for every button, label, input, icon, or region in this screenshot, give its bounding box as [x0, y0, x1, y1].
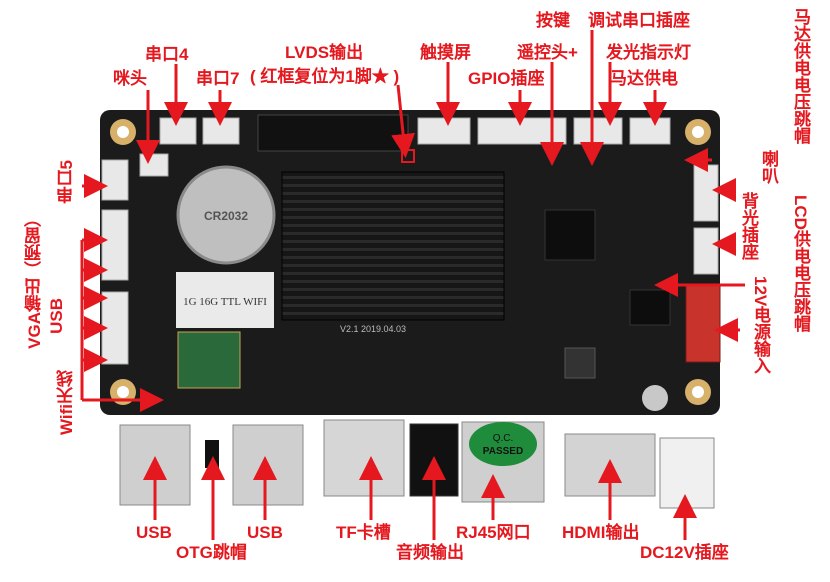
label-ir: 遥控头+: [517, 43, 578, 62]
label-otg: OTG跳帽: [176, 543, 247, 562]
ir-connector: [573, 117, 623, 145]
touch-connector: [417, 117, 471, 145]
vga-connector: [101, 209, 129, 281]
battery-text: CR2032: [204, 209, 248, 223]
label-audio: 音频输出: [396, 543, 464, 562]
module-text: 1G 16G TTL WIFI: [183, 296, 267, 308]
label-dc12v: DC12V插座: [640, 543, 729, 562]
tf-slot: [323, 419, 405, 497]
label-debug-uart: 调试串口插座: [588, 11, 690, 30]
hdmi-port: [564, 433, 656, 497]
uart5-connector: [101, 159, 129, 201]
usb-port-2: [232, 424, 304, 506]
capacitor: [642, 385, 668, 411]
label-usb1: USB: [136, 523, 172, 542]
lvds-header: [257, 114, 409, 152]
motor-connector: [629, 117, 671, 145]
label-button: 按键: [536, 11, 570, 30]
uart7-connector: [202, 117, 240, 145]
label-uart5: 串口5: [57, 160, 76, 204]
label-uart4: 串口4: [145, 45, 189, 64]
dc-jack: [659, 437, 715, 509]
qc-text-1: Q.C.: [493, 433, 514, 444]
version-text: V2.1 2019.04.03: [340, 324, 406, 334]
label-wifi: Wifi天线: [57, 370, 76, 436]
usb-header: [101, 291, 129, 365]
label-motor: 马达供电: [610, 69, 678, 88]
module-sticker: [176, 272, 274, 328]
label-power-in: 12V电源输入: [751, 276, 770, 375]
label-mic: 咪头: [113, 69, 147, 88]
label-led: 发光指示灯: [606, 43, 691, 62]
heatsink: [281, 171, 505, 321]
label-tf: TF卡槽: [336, 523, 391, 542]
rtc-battery: [176, 165, 276, 265]
label-lvds-note: ( 红框复位为1脚★ ): [250, 67, 400, 86]
label-uart7: 串口7: [196, 69, 240, 88]
label-speaker: 喇叭: [759, 150, 778, 184]
wifi-module: [177, 331, 241, 389]
chip: [629, 289, 671, 326]
inductor: [564, 347, 596, 379]
gpio-connector: [477, 117, 567, 145]
qc-text-2: PASSED: [483, 446, 523, 457]
label-rj45: RJ45网口: [456, 523, 531, 542]
usb-port-1: [119, 424, 191, 506]
label-lvds: LVDS输出: [285, 43, 364, 62]
otg-jumper: [205, 440, 219, 468]
audio-jack: [409, 423, 459, 497]
mic-connector: [139, 153, 169, 177]
power-header: [685, 283, 721, 363]
label-lcd-jumper: LCD供电电压跳帽: [791, 195, 810, 332]
backlight-connector: [693, 227, 719, 275]
label-touch: 触摸屏: [420, 43, 471, 62]
speaker-connector: [693, 164, 719, 222]
label-vga: VGA输出（预留）: [25, 210, 44, 349]
label-motor-jumper: 马达供电电压跳帽: [791, 8, 810, 144]
chip: [544, 209, 596, 261]
label-backlight: 背光插座: [739, 192, 758, 260]
qc-sticker: [469, 422, 537, 466]
label-gpio: GPIO插座: [468, 69, 545, 88]
label-usb2: USB: [247, 523, 283, 542]
label-hdmi: HDMI输出: [562, 523, 640, 542]
uart4-connector: [159, 117, 197, 145]
label-usb-side: USB: [47, 298, 66, 334]
